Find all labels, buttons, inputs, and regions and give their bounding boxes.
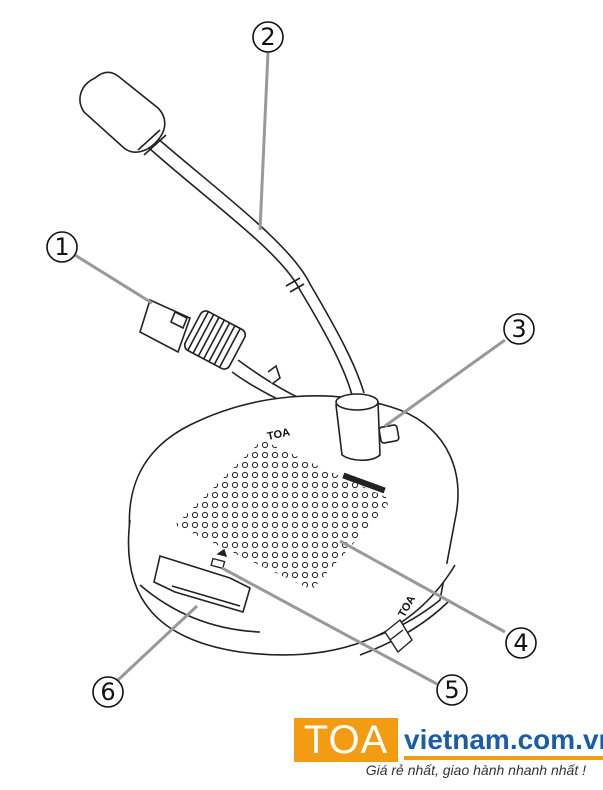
logo-box: TOA <box>294 718 398 762</box>
indicator-led <box>210 548 228 570</box>
callout-2-label: 2 <box>260 23 275 51</box>
logo-domain: vietnam.com.vn <box>404 724 603 760</box>
leader-lines <box>61 51 506 686</box>
callout-3: 3 <box>503 313 535 345</box>
talk-key <box>153 554 251 613</box>
side-connector <box>384 618 413 654</box>
mic-head <box>79 71 167 156</box>
cable-connector <box>139 298 316 415</box>
logo-slogan: Giá rẻ nhất, giao hành nhanh nhất ! <box>365 762 586 778</box>
callout-2: 2 <box>252 21 284 53</box>
gooseneck <box>139 129 365 396</box>
callout-6-label: 6 <box>100 678 115 706</box>
callout-5: 5 <box>436 674 468 706</box>
callout-6: 6 <box>92 676 124 708</box>
callout-1: 1 <box>46 231 78 263</box>
mic-socket <box>335 393 400 462</box>
callout-3-label: 3 <box>511 315 526 343</box>
callout-5-label: 5 <box>444 676 459 704</box>
callout-4: 4 <box>505 627 537 659</box>
watermark-logo: TOA vietnam.com.vn Giá rẻ nhất, giao hàn… <box>294 718 603 780</box>
device-small-label <box>342 472 386 494</box>
callout-1-label: 1 <box>54 233 69 261</box>
device-brand-mark: TOA <box>266 426 291 443</box>
callout-4-label: 4 <box>513 629 528 657</box>
